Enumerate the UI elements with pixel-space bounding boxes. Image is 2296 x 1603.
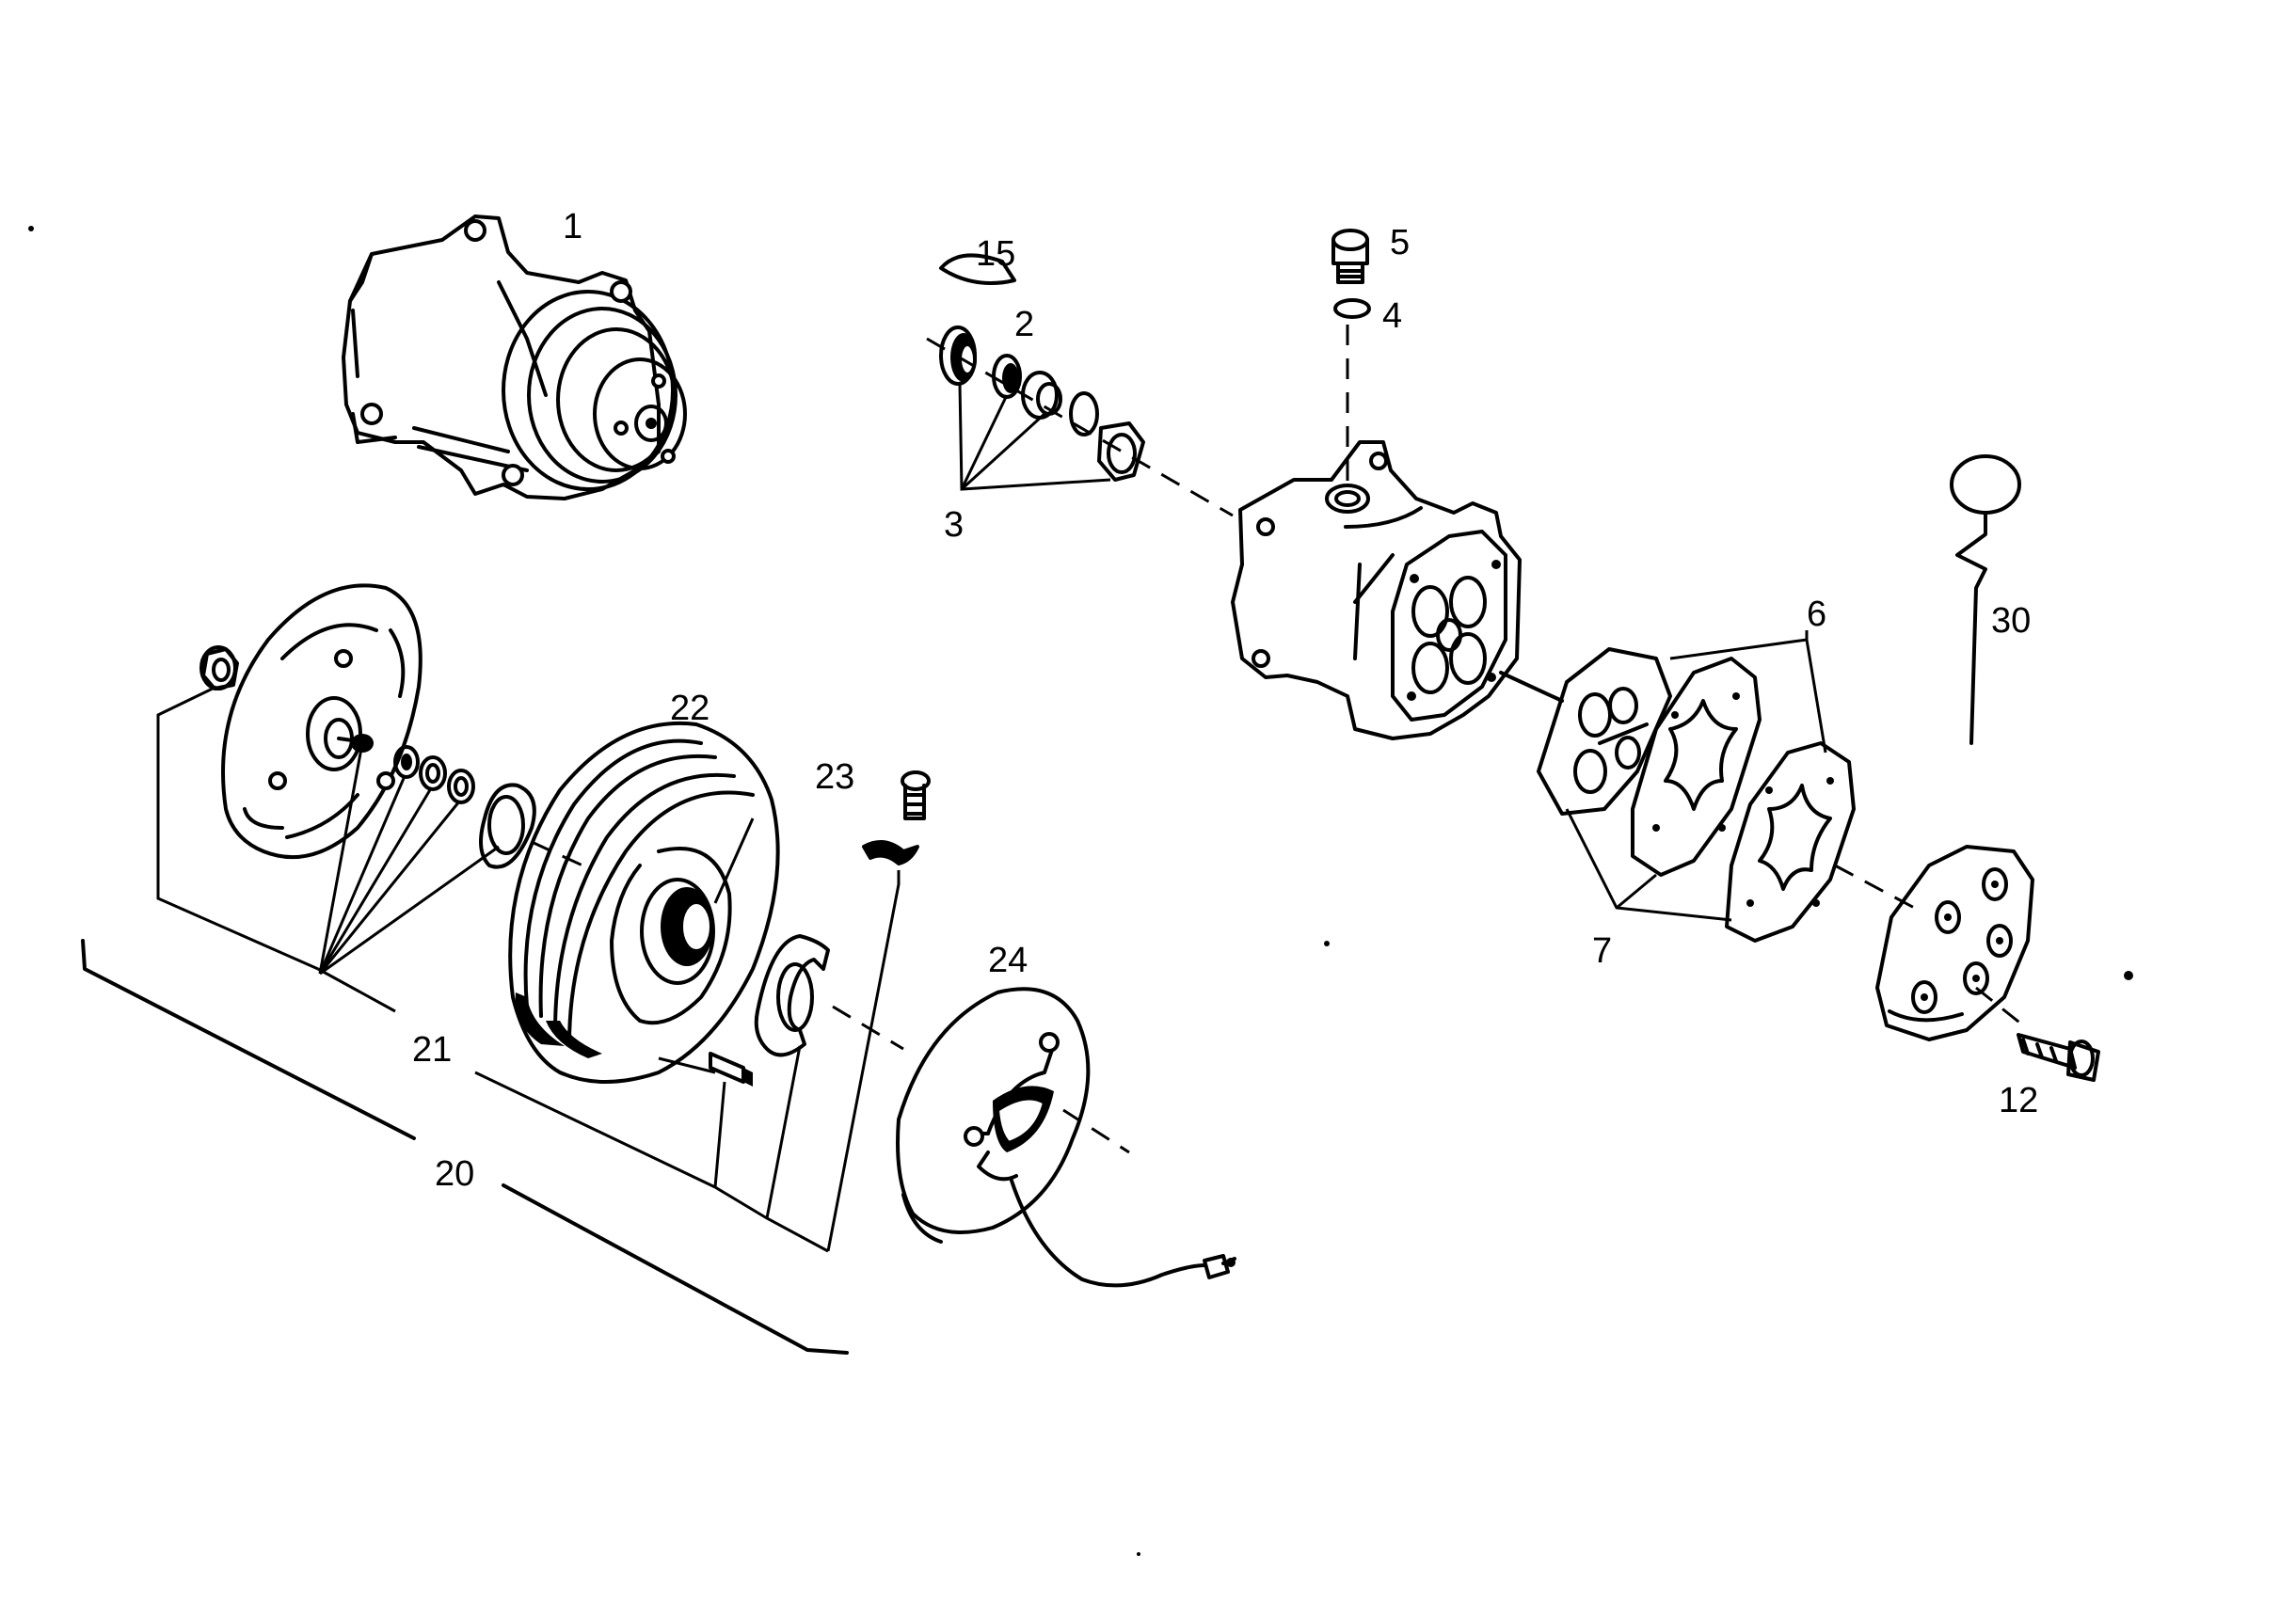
label-part-5: 5 xyxy=(1390,223,1410,262)
leader-20-c xyxy=(765,1045,802,1219)
label-part-7: 7 xyxy=(1592,931,1612,971)
leader-21-d xyxy=(318,801,461,975)
leader-23 xyxy=(713,817,755,904)
leader-3-b xyxy=(960,394,1009,490)
label-part-20: 20 xyxy=(435,1154,474,1194)
clutch-front-plate xyxy=(221,583,423,860)
body-axis-out xyxy=(1499,671,1564,703)
stray-dot-3 xyxy=(2124,971,2133,980)
label-part-23: 23 xyxy=(815,757,854,797)
coil-axis-a xyxy=(832,1005,904,1051)
part-24-field-coil xyxy=(896,987,1236,1288)
stray-dot-1 xyxy=(28,226,34,231)
label-part-15: 15 xyxy=(976,234,1015,274)
part-15-key xyxy=(939,253,1016,286)
leader-6 xyxy=(1669,638,1827,754)
label-part-21: 21 xyxy=(412,1030,452,1070)
pulley-washer xyxy=(862,840,919,865)
leader-20-a xyxy=(826,870,901,1252)
assembled-compressor xyxy=(342,214,687,500)
part-30-dipstick xyxy=(1950,454,2021,745)
head-axis xyxy=(1834,864,1921,913)
leader-7-b xyxy=(1616,873,1657,910)
label-part-12: 12 xyxy=(1999,1081,2038,1120)
leader-pin-b xyxy=(713,1081,726,1188)
label-part-24: 24 xyxy=(988,941,1028,980)
label-part-6: 6 xyxy=(1807,595,1826,634)
valve-plate xyxy=(1631,657,1762,877)
coil-axis-b xyxy=(1062,1108,1130,1154)
stray-dot-2 xyxy=(1324,941,1330,946)
bolt-axis xyxy=(1975,986,2024,1027)
pulley-bolt xyxy=(901,770,931,820)
gasket-plate-2 xyxy=(1725,741,1856,943)
clutch-axis xyxy=(531,840,594,872)
leader-3-a xyxy=(958,383,1111,491)
leader-7-a xyxy=(1565,808,1732,922)
leader-pin-a xyxy=(658,1056,716,1074)
leader-21-f xyxy=(317,967,396,1013)
cylinder-head xyxy=(1875,845,2034,1041)
clutch-shims xyxy=(393,745,536,869)
stray-dot-4 xyxy=(1137,1552,1140,1556)
label-part-30: 30 xyxy=(1991,601,2031,641)
label-part-1: 1 xyxy=(563,207,582,246)
part-22-pulley xyxy=(508,721,780,1084)
leader-21-e xyxy=(319,845,500,976)
leader-20-b xyxy=(474,1071,829,1253)
label-part-2: 2 xyxy=(1014,305,1034,344)
part-5-plug xyxy=(1331,229,1369,284)
shaft-seal-parts xyxy=(926,325,1234,517)
label-part-4: 4 xyxy=(1382,296,1402,336)
bracket-20-right xyxy=(502,1183,849,1355)
pulley-pin xyxy=(709,1052,753,1087)
label-part-3: 3 xyxy=(944,505,964,545)
compressor-body xyxy=(1231,440,1522,740)
gasket-plate-1 xyxy=(1537,647,1672,816)
clutch-nut xyxy=(199,645,239,690)
label-part-22: 22 xyxy=(670,689,710,728)
bracket-20-left xyxy=(81,939,416,1140)
leader-21-bracket xyxy=(156,685,319,971)
part-4-oring xyxy=(1333,298,1371,319)
part-12-bolt xyxy=(2017,1033,2100,1082)
leader-21-a xyxy=(318,742,364,975)
leader-3-c xyxy=(960,412,1046,491)
leader-21-c xyxy=(318,787,433,975)
snap-ring xyxy=(754,934,830,1057)
leader-21-b xyxy=(318,775,407,975)
